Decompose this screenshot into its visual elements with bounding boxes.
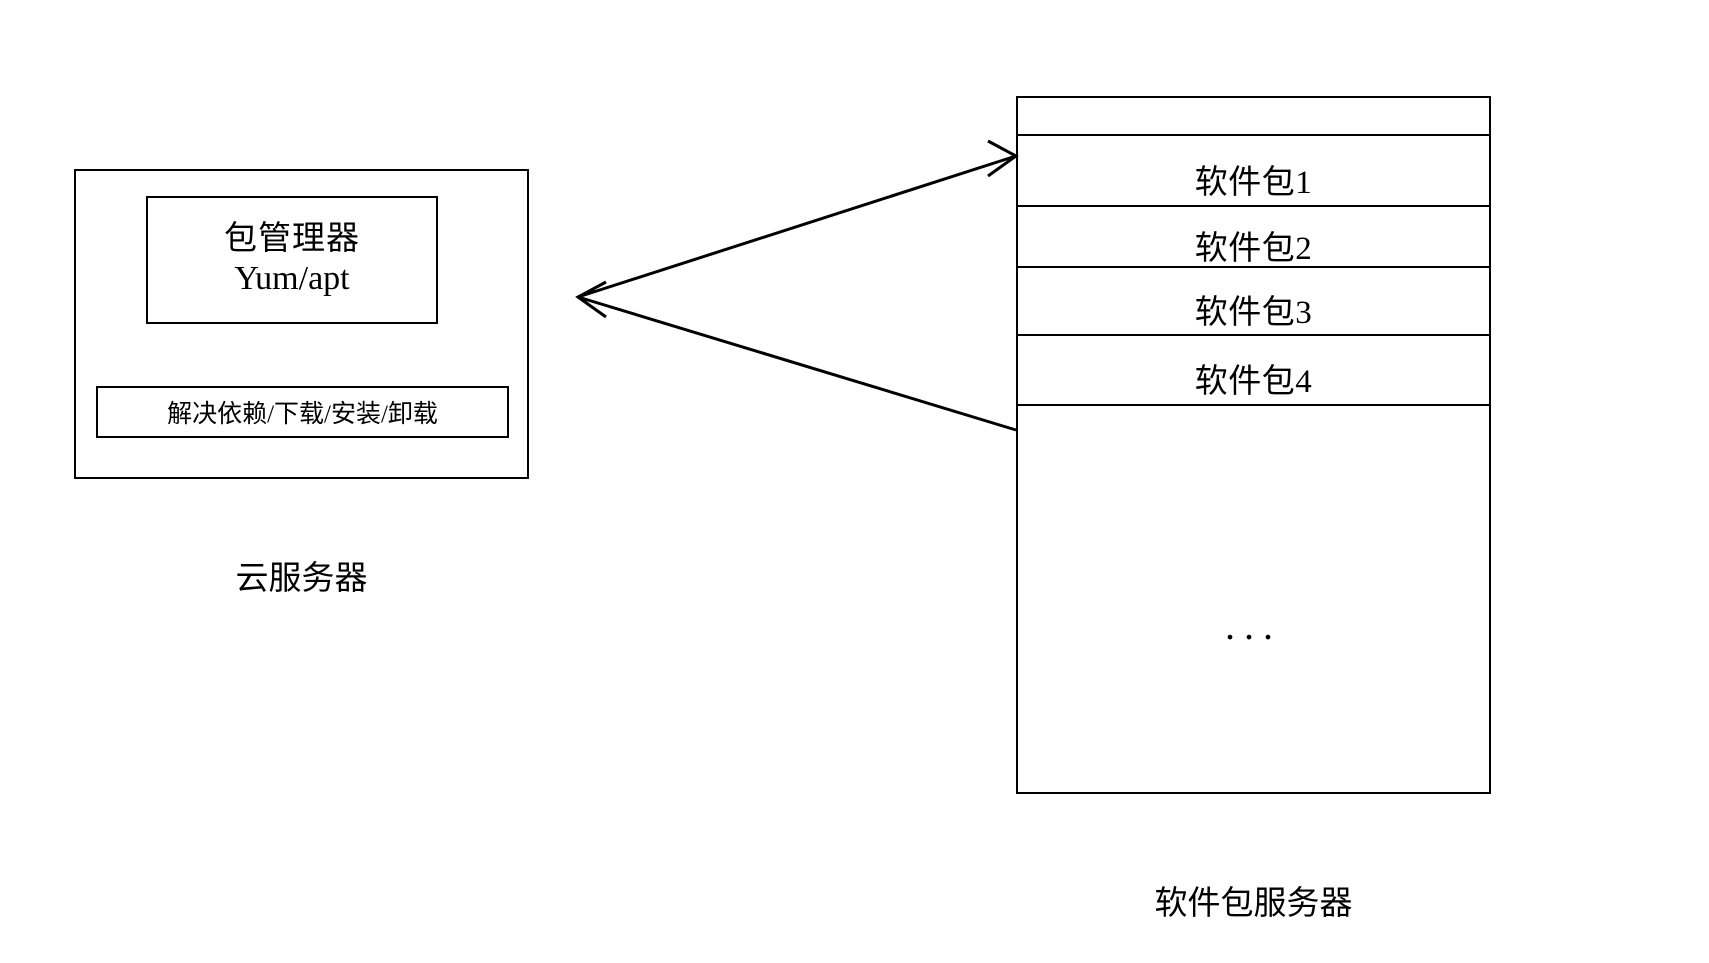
capabilities-label: 解决依赖/下载/安装/卸载 [167,401,438,428]
package-manager-title: 包管理器 [224,221,360,258]
cloud-server-box [74,169,529,479]
package-row-label: 软件包1 [1194,164,1313,201]
package-list-ellipsis: ... [1225,603,1282,648]
package-server-caption: 软件包服务器 [1154,886,1353,922]
request-arrow [577,139,1019,299]
package-row-label: 软件包4 [1194,364,1313,400]
cloud-server-caption: 云服务器 [235,561,368,597]
package-row: 软件包4 [1018,336,1489,406]
package-row [1018,98,1489,136]
package-server-box: 软件包1 软件包2 软件包3 软件包4 ... [1016,96,1491,794]
package-row: 软件包1 [1018,136,1489,207]
package-manager-tools: Yum/apt [234,260,350,298]
package-row-label: 软件包3 [1194,295,1313,331]
package-row-label: 软件包2 [1194,230,1313,267]
package-manager-box: 包管理器 Yum/apt [146,196,438,324]
package-row: 软件包2 [1018,207,1489,268]
capabilities-box: 解决依赖/下载/安装/卸载 [96,386,509,438]
download-arrow [575,280,1017,432]
package-row: ... [1018,406,1489,794]
package-row: 软件包3 [1018,268,1489,336]
